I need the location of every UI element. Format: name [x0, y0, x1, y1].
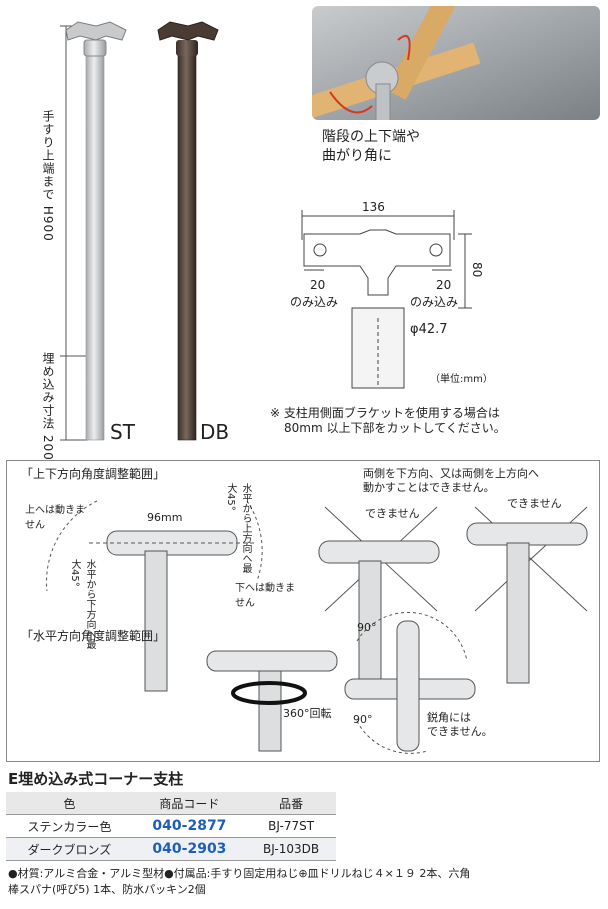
dim-diameter: φ42.7 — [410, 322, 448, 337]
vertical-title: 「上下方向角度調整範囲」 — [21, 467, 166, 481]
acute-note-line-2: できません。 — [427, 725, 493, 739]
posts-illustration — [60, 21, 219, 441]
both-note-line-1: 両側を下方向、又は両側を上方向へ — [363, 467, 539, 480]
angle-a: 90° — [357, 621, 377, 634]
unit-note: （単位:mm） — [430, 374, 493, 385]
down-max-label: 水平から下方向へ最大45° — [69, 559, 95, 649]
dim-width: 136 — [362, 200, 385, 214]
dim-left-insert: 20 — [310, 278, 326, 292]
up-max-label: 水平から上方向へ最大45° — [225, 483, 251, 573]
photo-caption-line-2: 曲がり角に — [322, 147, 392, 164]
handrail-photo-illustration — [312, 6, 481, 120]
st-post — [65, 21, 127, 441]
model-db: DB — [200, 420, 230, 444]
row-part: BJ-103DB — [246, 837, 336, 861]
bracket-note-line-2: 80mm 以上下部をカットしてください。 — [284, 421, 506, 435]
dim-height: 80 — [470, 262, 484, 278]
adjust-illustrations — [46, 500, 588, 754]
photo-caption-line-1: 階段の上下端や — [322, 129, 420, 145]
up-no-label: 上へは動きません — [25, 505, 85, 531]
cannot-label-2: できません — [507, 497, 562, 510]
horizontal-title: 「水平方向角度調整範囲」 — [21, 629, 166, 643]
embed-label: 埋め込み寸法 200 — [41, 352, 55, 461]
header-color: 色 — [6, 792, 133, 815]
width-96-label: 96mm — [147, 511, 183, 524]
both-note-line-2: 動かすことはできません。 — [363, 481, 495, 495]
db-post — [157, 21, 219, 441]
dim-left-insert-label: のみ込み — [290, 295, 339, 309]
bracket-note: ※ 支柱用側面ブラケットを使用する場合は 80mm 以上下部をカットしてください… — [270, 406, 506, 436]
product-title: E埋め込み式コーナー支柱 — [8, 770, 184, 788]
row-color: ステンカラー色 — [6, 814, 133, 838]
spec-text: ●材質:アルミ合金・アルミ型材●付属品:手すり固定用ねじ⊕皿ドリルねじ４×１９ … — [8, 866, 602, 898]
dim-right-insert: 20 — [436, 278, 452, 292]
down-no-label: 下へは動きません — [235, 583, 295, 609]
dimension-drawing — [301, 210, 472, 389]
table-row: ダークブロンズ 040-2903 BJ-103DB — [6, 837, 336, 861]
spec-line-2: 棒スパナ(呼び5) 1本、防水パッキン2個 — [8, 882, 206, 896]
usage-photo — [312, 6, 600, 120]
bracket-note-line-1: ※ 支柱用側面ブラケットを使用する場合は — [270, 406, 500, 420]
product-table: 色 商品コード 品番 ステンカラー色 040-2877 BJ-77ST ダークブ… — [6, 792, 336, 861]
row-code: 040-2903 — [132, 837, 247, 861]
header-code: 商品コード — [132, 792, 247, 815]
cannot-label-1: できません — [365, 507, 420, 520]
both-note: 両側を下方向、又は両側を上方向へ 動かすことはできません。 — [363, 467, 539, 496]
adjustment-box: 「上下方向角度調整範囲」 上へは動きません 下へは動きません 96mm 水平から… — [6, 460, 600, 762]
row-part: BJ-77ST — [246, 814, 336, 838]
table-row: ステンカラー色 040-2877 BJ-77ST — [6, 814, 336, 838]
row-color: ダークブロンズ — [6, 837, 133, 861]
acute-note-line-1: 鋭角には — [427, 711, 471, 724]
row-code: 040-2877 — [132, 814, 247, 838]
header-part: 品番 — [246, 792, 336, 815]
acute-note: 鋭角には できません。 — [427, 711, 493, 740]
model-st: ST — [110, 420, 135, 444]
angle-b: 90° — [353, 713, 373, 726]
rotate-label: 360°回転 — [283, 707, 332, 720]
height-label: 手すり上端まで H900 — [41, 110, 55, 242]
table-header-row: 色 商品コード 品番 — [6, 792, 336, 815]
photo-caption: 階段の上下端や 曲がり角に — [322, 128, 420, 166]
spec-line-1: ●材質:アルミ合金・アルミ型材●付属品:手すり固定用ねじ⊕皿ドリルねじ４×１９ … — [8, 867, 471, 880]
dim-right-insert-label: のみ込み — [410, 295, 459, 309]
